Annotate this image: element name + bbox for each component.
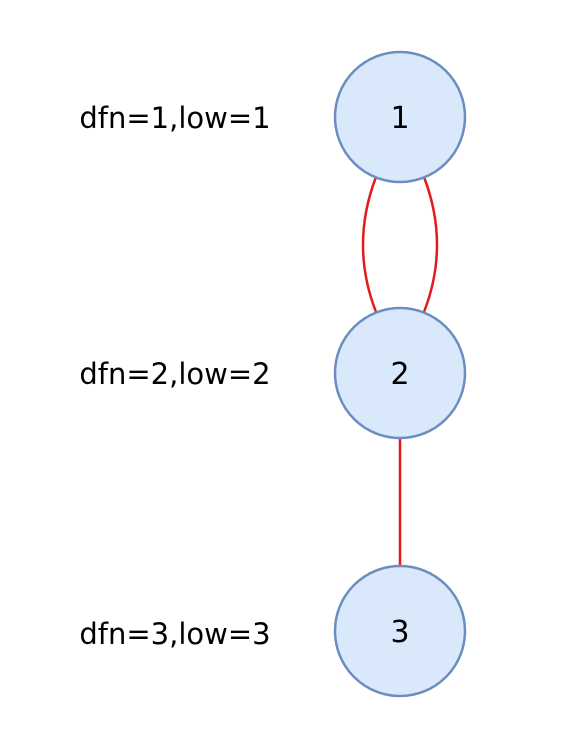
node-3: 3 xyxy=(333,564,467,698)
edge-1-2-right xyxy=(422,176,439,313)
node-1: 1 xyxy=(333,50,467,184)
node-3-annotation: dfn=3,low=3 xyxy=(79,617,270,651)
node-2-label: 2 xyxy=(390,357,409,392)
node-3-label: 3 xyxy=(390,615,409,650)
node-2-circle xyxy=(333,306,467,440)
node-2-annotation: dfn=2,low=2 xyxy=(79,357,270,391)
node-1-annotation: dfn=1,low=1 xyxy=(79,101,270,135)
node-3-circle xyxy=(333,564,467,698)
node-2: 2 xyxy=(333,306,467,440)
node-1-label: 1 xyxy=(390,101,409,136)
edge-1-2-left xyxy=(361,176,378,313)
node-1-circle xyxy=(333,50,467,184)
